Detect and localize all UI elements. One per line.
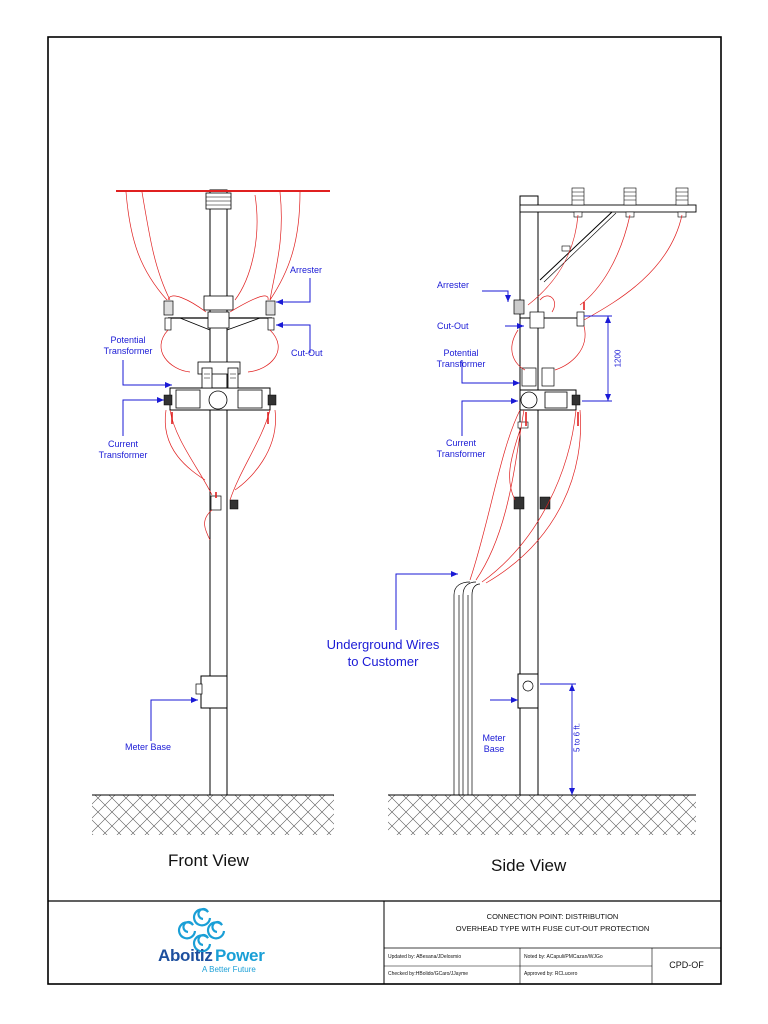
side-crossarm bbox=[519, 204, 697, 213]
front-ground bbox=[92, 795, 334, 835]
side-view-title: Side View bbox=[491, 856, 567, 875]
front-meter-box bbox=[200, 675, 228, 709]
front-cut-out-label: Cut-Out bbox=[291, 348, 323, 358]
logo-brand-power: Power bbox=[215, 946, 265, 965]
side-cut-out-label: Cut-Out bbox=[437, 321, 469, 331]
clearance-dimension: 1200 bbox=[613, 349, 623, 368]
noted-by: Noted by: ACapuli/PMCazan/WJGo bbox=[524, 954, 603, 960]
aboitizpower-logo: Aboitiz Power A Better Future bbox=[158, 946, 278, 982]
side-view-drawing bbox=[388, 187, 697, 835]
drawing-title-line-2: OVERHEAD TYPE WITH FUSE CUT-OUT PROTECTI… bbox=[455, 924, 650, 933]
side-ground bbox=[388, 795, 696, 835]
side-potential-transformer-label-2: Transformer bbox=[436, 359, 486, 369]
logo-brand-aboitiz: Aboitiz bbox=[158, 946, 213, 965]
front-current-transformer-label-1: Current bbox=[107, 439, 138, 449]
logo-tagline: A Better Future bbox=[202, 965, 256, 974]
approved-by: Approved by: RCLucero bbox=[524, 971, 578, 977]
front-current-transformer-label-2: Transformer bbox=[98, 450, 148, 460]
front-view-drawing bbox=[92, 189, 334, 835]
checked-by: Checked by:HBolido/GCaro/JJayme bbox=[388, 971, 469, 977]
front-potential-transformer-label-1: Potential bbox=[110, 335, 146, 345]
title-block bbox=[48, 900, 721, 984]
side-potential-transformer-label-1: Potential bbox=[443, 348, 479, 358]
sheet-border bbox=[47, 36, 722, 985]
underground-wires-label-1: Underground Wires bbox=[326, 637, 440, 652]
side-meter-base-label-2: Base bbox=[483, 744, 505, 754]
side-meter-base-label-1: Meter bbox=[482, 733, 506, 743]
side-current-transformer-label-2: Transformer bbox=[436, 449, 486, 459]
side-current-transformer-label-1: Current bbox=[445, 438, 476, 448]
front-potential-transformer-label-2: Transformer bbox=[103, 346, 153, 356]
side-pole bbox=[519, 195, 539, 796]
drawing-code: CPD-OF bbox=[669, 960, 704, 970]
drawing-title-line-1: CONNECTION POINT: DISTRIBUTION bbox=[486, 912, 619, 921]
aboitizpower-logo-swirls bbox=[177, 907, 226, 953]
updated-by: Updated by: ABesana/JDelosmio bbox=[388, 954, 462, 960]
underground-wires-label-2: to Customer bbox=[347, 654, 419, 669]
front-meter-base-label: Meter Base bbox=[125, 742, 172, 752]
side-arrester-label: Arrester bbox=[437, 280, 470, 290]
front-arrester-label: Arrester bbox=[290, 265, 323, 275]
front-view-title: Front View bbox=[168, 851, 249, 870]
meter-height-dimension: 5 to 6 ft. bbox=[572, 723, 582, 752]
